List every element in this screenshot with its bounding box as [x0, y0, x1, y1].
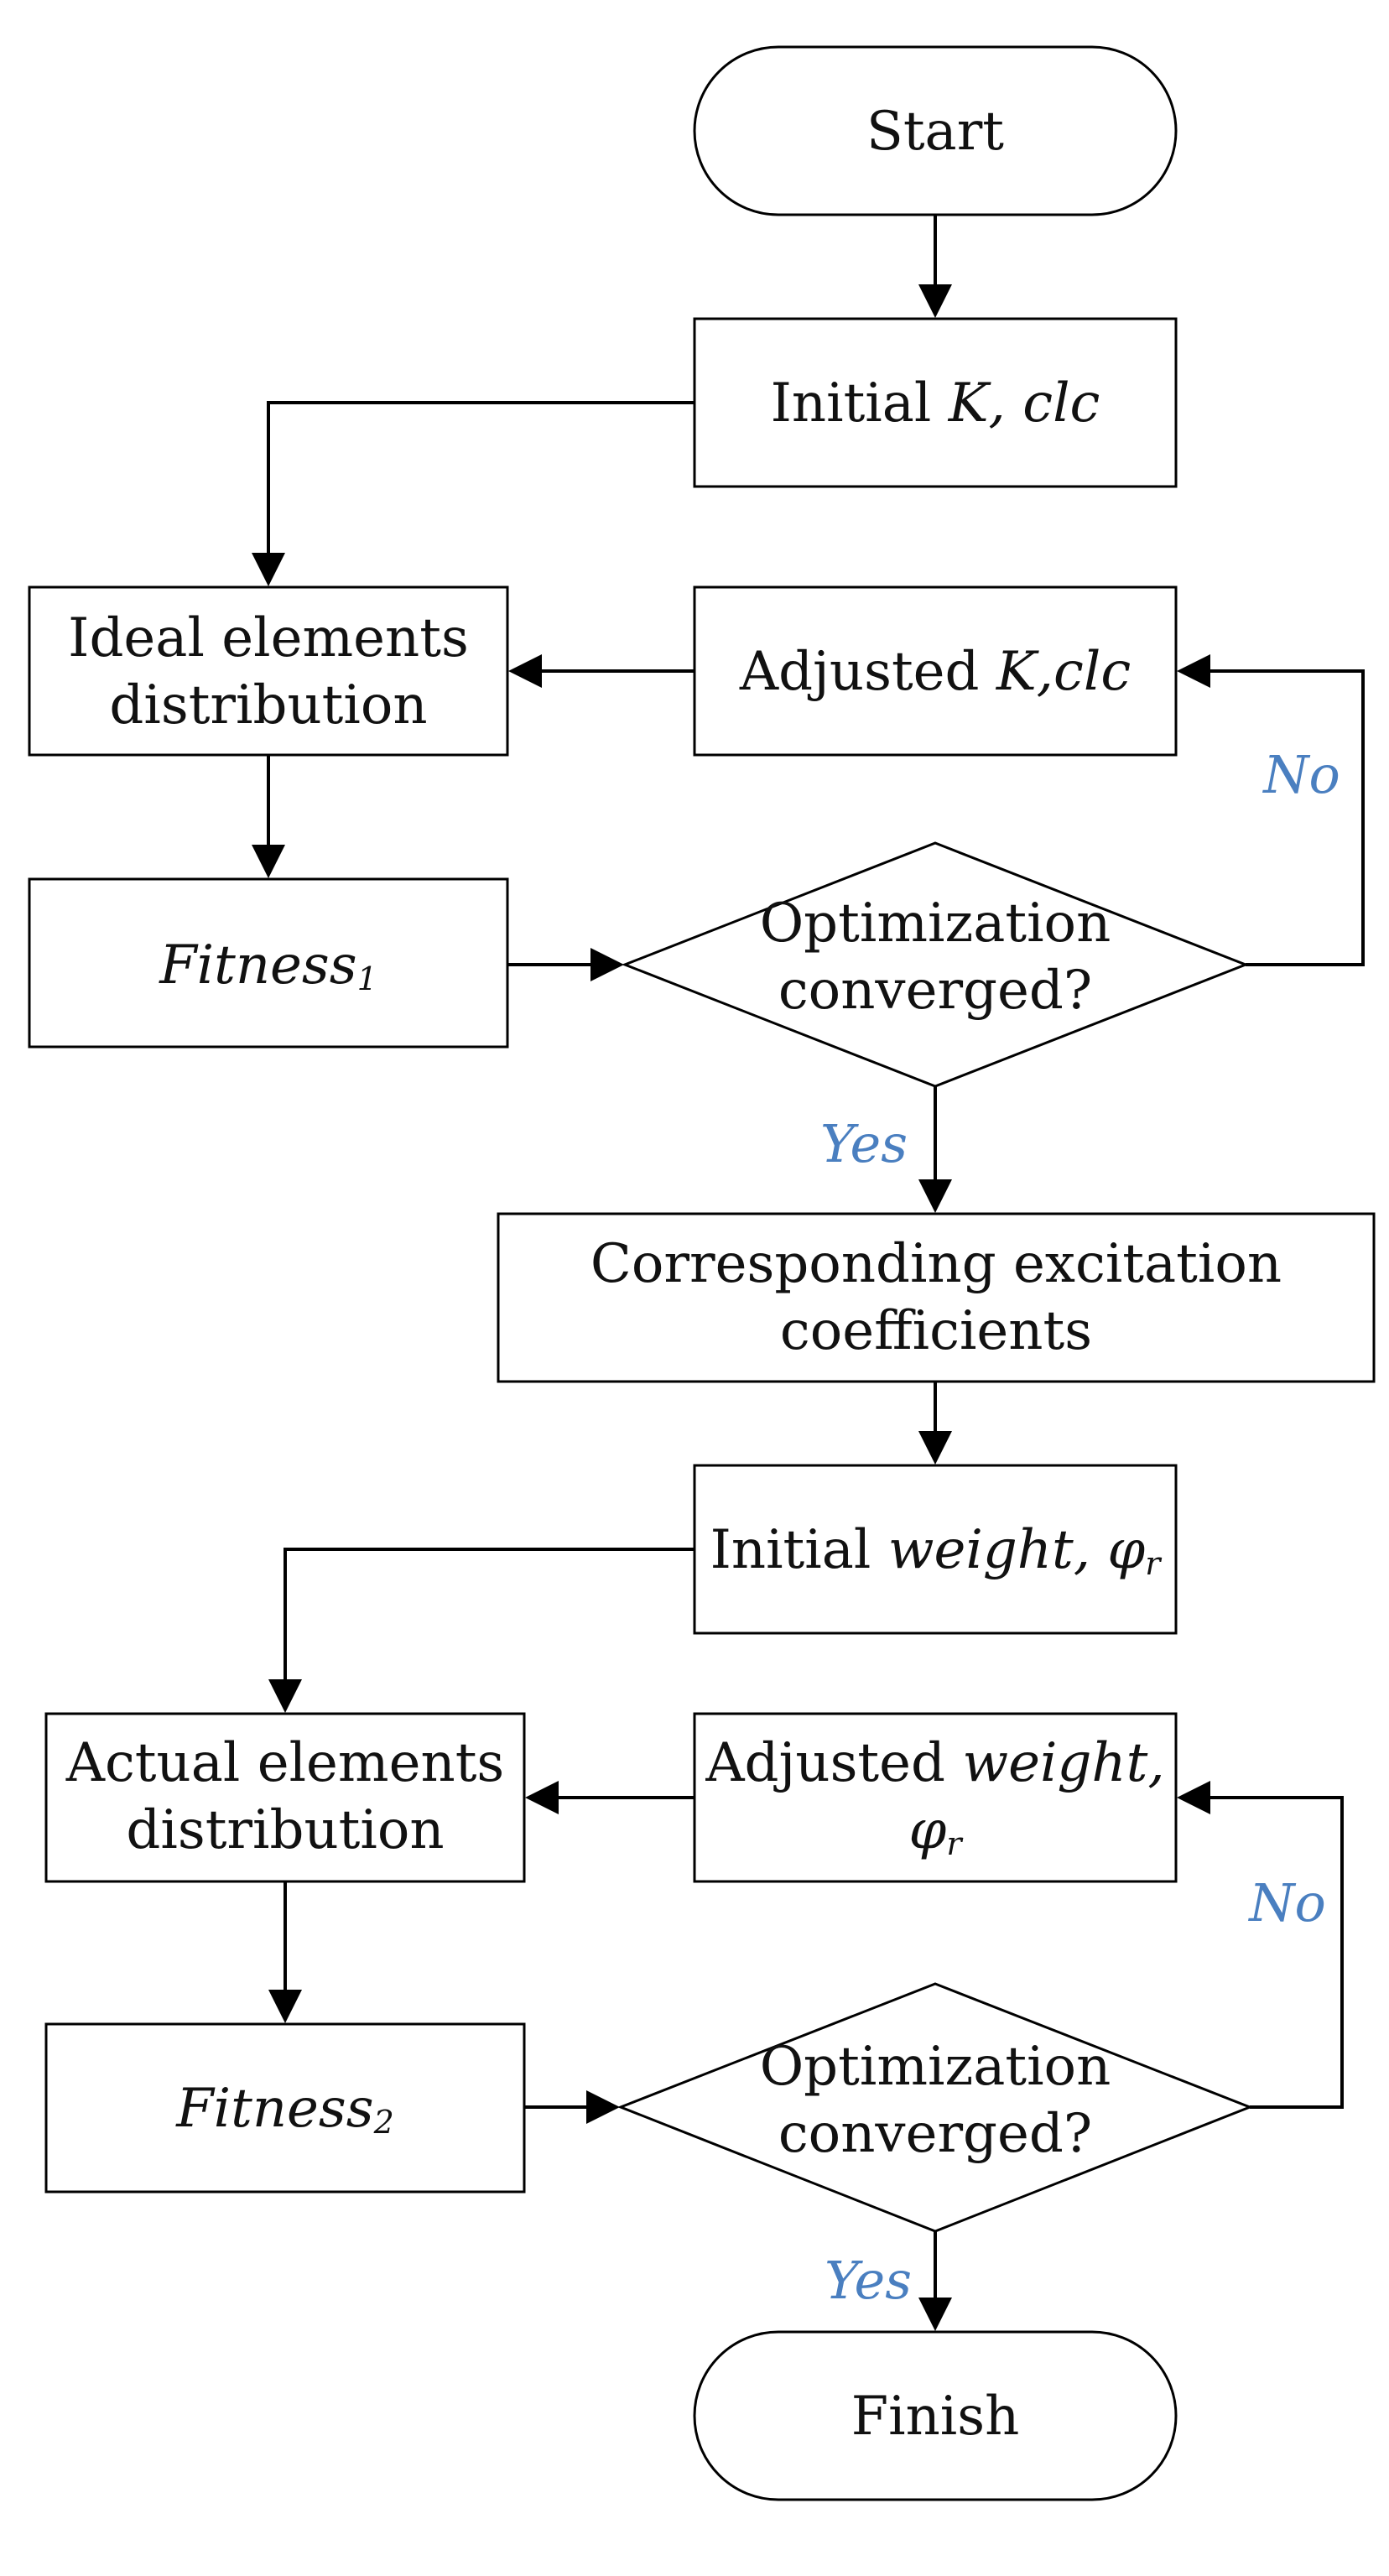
adjusted-k-clc-label: Adjusted K,clc [739, 641, 1131, 703]
decision1-line1: Optimization [760, 892, 1111, 955]
arrow-initial-to-ideal [252, 401, 694, 586]
decision2-yes-label: Yes [825, 2250, 912, 2311]
arrow-decision2-no [1177, 1781, 1344, 2109]
initial-k-clc-label: Initial K, clc [771, 372, 1100, 435]
actual-distribution-line2: distribution [126, 1799, 444, 1861]
fitness2-box [44, 2022, 526, 2194]
arrow-decision1-no [1177, 654, 1365, 966]
decision1-yes-label: Yes [820, 1113, 908, 1174]
actual-distribution-line1: Actual elements [65, 1732, 505, 1794]
initial-k-clc-box [693, 317, 1178, 488]
arrow-initial-weight-to-actual [268, 1548, 694, 1713]
decision2-line2: converged? [778, 2103, 1092, 2165]
fitness1-box [28, 877, 509, 1049]
corresponding-box [497, 1212, 1376, 1383]
adjusted-weight-box [693, 1712, 1178, 1883]
ideal-distribution-box [28, 585, 509, 757]
ideal-distribution-line2: distribution [109, 674, 427, 736]
adjusted-weight-line2: φr [909, 1799, 965, 1862]
corresponding-line2: coefficients [780, 1300, 1092, 1362]
adjusted-k-clc-box [693, 585, 1178, 757]
finish-label: Finish [851, 2386, 1020, 2448]
finish-terminal [693, 2330, 1178, 2501]
fitness2-label: Fitness2 [175, 2078, 394, 2141]
decision2-line1: Optimization [760, 2036, 1111, 2098]
decision1-line2: converged? [778, 960, 1092, 1022]
initial-weight-label: Initial weight, φr [710, 1519, 1163, 1582]
ideal-distribution-line1: Ideal elements [68, 607, 469, 669]
fitness1-label: Fitness1 [159, 934, 377, 997]
decision2-no-label: No [1247, 1872, 1326, 1933]
start-label: Start [866, 101, 1004, 163]
adjusted-weight-line1: Adjusted weight, [705, 1732, 1164, 1794]
actual-distribution-box [44, 1712, 526, 1883]
decision1-no-label: No [1262, 744, 1340, 805]
corresponding-line1: Corresponding excitation [590, 1233, 1282, 1295]
